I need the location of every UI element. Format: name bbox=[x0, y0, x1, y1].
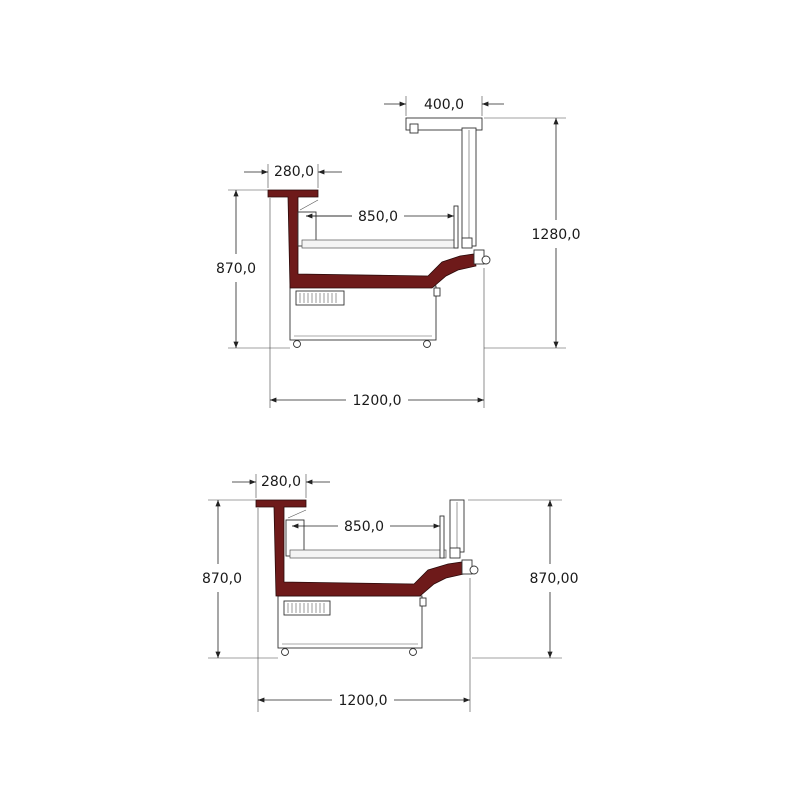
display-shelf bbox=[285, 509, 447, 559]
front-fittings bbox=[461, 559, 479, 575]
dim-inner-depth: 850,0 bbox=[358, 209, 398, 225]
display-case-with-canopy bbox=[267, 117, 491, 348]
bottom-dimensions: 280,0 850,0 870,0 870,00 1200,0 bbox=[202, 474, 579, 712]
dim-total-width: 1200,0 bbox=[339, 693, 388, 709]
canopy bbox=[405, 117, 483, 249]
vent-grille bbox=[299, 293, 337, 303]
dim-inner-depth: 850,0 bbox=[344, 519, 384, 535]
dim-counter-height: 870,0 bbox=[216, 261, 256, 277]
top-dimensions: 400,0 280,0 850,0 870,0 1280,0 1200,0 bbox=[216, 96, 581, 409]
base-cabinet bbox=[289, 285, 441, 348]
dim-counter-height: 870,0 bbox=[202, 571, 242, 587]
vent-grille bbox=[287, 603, 325, 613]
dim-canopy-width: 400,0 bbox=[424, 97, 464, 113]
front-fittings bbox=[473, 249, 491, 265]
dim-counter-width: 280,0 bbox=[261, 474, 301, 490]
dim-right-height: 870,00 bbox=[530, 571, 579, 587]
dim-total-width: 1200,0 bbox=[353, 393, 402, 409]
dim-total-height: 1280,0 bbox=[532, 227, 581, 243]
dim-counter-width: 280,0 bbox=[274, 164, 314, 180]
display-shelf bbox=[297, 199, 459, 249]
base-cabinet bbox=[277, 595, 427, 656]
display-case-standard bbox=[255, 499, 479, 656]
rear-glass-upright bbox=[449, 499, 465, 559]
